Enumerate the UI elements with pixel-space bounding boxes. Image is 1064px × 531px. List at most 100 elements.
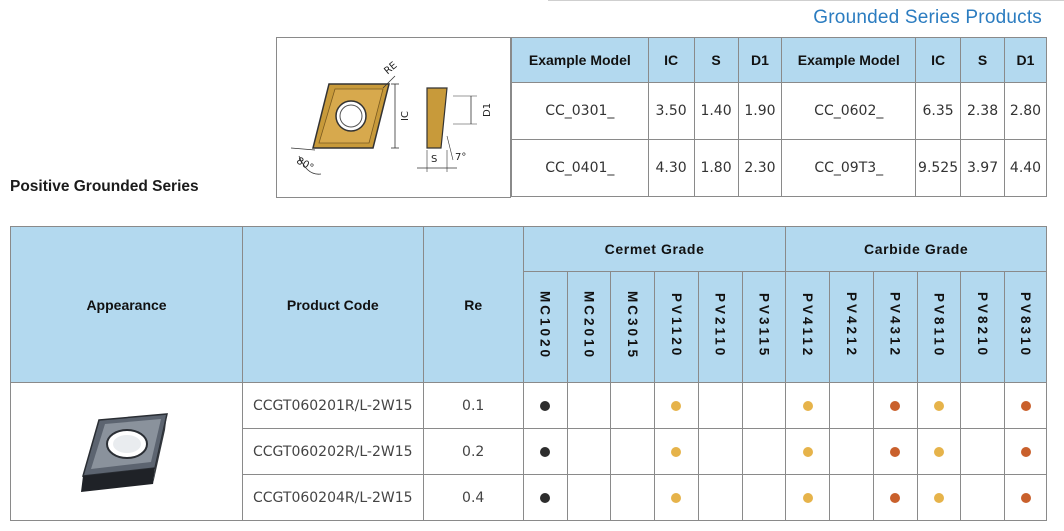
grade-mark-cell xyxy=(610,428,656,475)
header-product-code: Product Code xyxy=(242,226,424,383)
spec-row: CC_0301_ 3.50 1.40 1.90 CC_0602_ 6.35 2.… xyxy=(511,82,1047,140)
grade-availability-table: Appearance Product Code Re Cermet Grade … xyxy=(9,226,1047,521)
grade-mark-cell xyxy=(785,382,831,429)
grade-header: PV8110 xyxy=(916,271,962,383)
spec-cell: 3.50 xyxy=(647,82,695,140)
availability-dot-copper xyxy=(1020,400,1031,411)
availability-dot-gold xyxy=(933,492,944,503)
grade-mark-cell xyxy=(566,382,612,429)
grade-header: PV2110 xyxy=(697,271,743,383)
grade-name: MC2010 xyxy=(581,290,597,361)
insert-hole-inner xyxy=(339,104,363,128)
grade-mark-cell xyxy=(960,428,1006,475)
grade-name: PV4212 xyxy=(843,292,859,359)
grade-mark-cell xyxy=(654,428,699,475)
spec-header-row: Example Model IC S D1 Example Model IC S… xyxy=(511,37,1047,83)
grade-header: PV4312 xyxy=(872,271,918,383)
spec-cell: CC_09T3_ xyxy=(781,139,917,197)
spec-cell: 1.90 xyxy=(737,82,783,140)
insert-side-view-shape xyxy=(426,87,448,149)
angle-80-label: 80° xyxy=(294,156,315,174)
spec-cell: 4.30 xyxy=(647,139,695,197)
grade-header: PV8310 xyxy=(1004,271,1047,383)
angle-7-label: 7° xyxy=(455,152,466,163)
availability-dot-copper xyxy=(1020,492,1031,503)
insert-dimension-diagram: RE IC 80° D1 S 7° xyxy=(276,37,511,198)
spec-cell: CC_0602_ xyxy=(781,82,917,140)
spec-header-s: S xyxy=(693,37,739,83)
grade-name: PV4312 xyxy=(887,292,903,359)
spec-cell: CC_0301_ xyxy=(511,82,649,140)
grade-mark-cell xyxy=(1004,474,1047,521)
grade-name: MC1020 xyxy=(537,290,553,361)
grade-mark-cell xyxy=(960,474,1006,521)
grade-mark-cell xyxy=(741,428,787,475)
grade-name: PV3115 xyxy=(756,292,772,359)
example-model-spec-table: Example Model IC S D1 Example Model IC S… xyxy=(511,37,1047,197)
grade-mark-cell xyxy=(1004,428,1047,475)
s-label: S xyxy=(431,154,437,165)
spec-header-ic-2: IC xyxy=(915,37,962,83)
grade-mark-cell xyxy=(1004,382,1047,429)
grade-header: MC2010 xyxy=(566,271,612,383)
grade-mark-cell xyxy=(566,474,612,521)
re-label: RE xyxy=(382,60,399,77)
grade-mark-cell xyxy=(522,428,568,475)
grade-mark-cell xyxy=(697,474,743,521)
angle-80-arc xyxy=(298,155,322,175)
grade-mark-cell xyxy=(916,474,962,521)
d1-label: D1 xyxy=(482,103,493,117)
table-row: CCGT060202R/L-2W15 0.2 xyxy=(11,428,1047,475)
spec-header-d1: D1 xyxy=(737,37,783,83)
spec-cell: 3.97 xyxy=(960,139,1005,197)
spec-cell: 2.30 xyxy=(737,139,783,197)
grade-mark-cell xyxy=(829,382,874,429)
grade-mark-cell xyxy=(610,382,656,429)
grade-mark-cell xyxy=(785,474,831,521)
spec-cell: 6.35 xyxy=(915,82,962,140)
ic-label: IC xyxy=(400,111,411,121)
spec-row: CC_0401_ 4.30 1.80 2.30 CC_09T3_ 9.525 3… xyxy=(511,139,1047,197)
grade-group-header-row: Appearance Product Code Re Cermet Grade … xyxy=(9,226,1047,383)
grade-header: MC1020 xyxy=(522,271,568,383)
spec-cell: 2.38 xyxy=(960,82,1005,140)
insert-product-image xyxy=(80,412,168,492)
page-title: Grounded Series Products xyxy=(813,7,1042,28)
availability-dot-copper xyxy=(890,492,901,503)
spec-cell: 9.525 xyxy=(915,139,962,197)
availability-dot-gold xyxy=(802,400,813,411)
spec-header-example-model-2: Example Model xyxy=(781,37,917,83)
spec-header-d1-2: D1 xyxy=(1004,37,1047,83)
availability-dot-copper xyxy=(890,446,901,457)
header-cermet-grade: Cermet Grade xyxy=(522,226,787,272)
grade-mark-cell xyxy=(610,474,656,521)
spec-cell: CC_0401_ xyxy=(511,139,649,197)
availability-dot-gold xyxy=(671,492,682,503)
grade-mark-cell xyxy=(654,474,699,521)
grade-mark-cell xyxy=(697,382,743,429)
grade-mark-cell xyxy=(829,474,874,521)
grade-header: PV1120 xyxy=(654,271,699,383)
product-code: CCGT060204R/L-2W15 xyxy=(242,474,424,521)
header-carbide-grade: Carbide Grade xyxy=(785,226,1047,272)
grade-mark-cell xyxy=(872,474,918,521)
re-value: 0.2 xyxy=(422,428,524,475)
spec-cell: 4.40 xyxy=(1004,139,1047,197)
appearance-cell xyxy=(9,382,244,521)
availability-dot-black xyxy=(540,400,551,411)
availability-dot-gold xyxy=(671,400,682,411)
grade-header: MC3015 xyxy=(610,271,656,383)
availability-dot-gold xyxy=(933,446,944,457)
header-rule xyxy=(548,0,1064,1)
header-appearance: Appearance xyxy=(9,226,244,383)
spec-cell: 2.80 xyxy=(1004,82,1047,140)
spec-cell: 1.80 xyxy=(693,139,739,197)
re-value: 0.1 xyxy=(422,382,524,429)
table-row: CCGT060204R/L-2W15 0.4 xyxy=(11,474,1047,521)
grade-name: PV8210 xyxy=(975,292,991,359)
grade-mark-cell xyxy=(566,428,612,475)
product-code: CCGT060201R/L-2W15 xyxy=(242,382,424,429)
availability-dot-gold xyxy=(802,446,813,457)
availability-dot-copper xyxy=(890,400,901,411)
grade-header: PV3115 xyxy=(741,271,787,383)
